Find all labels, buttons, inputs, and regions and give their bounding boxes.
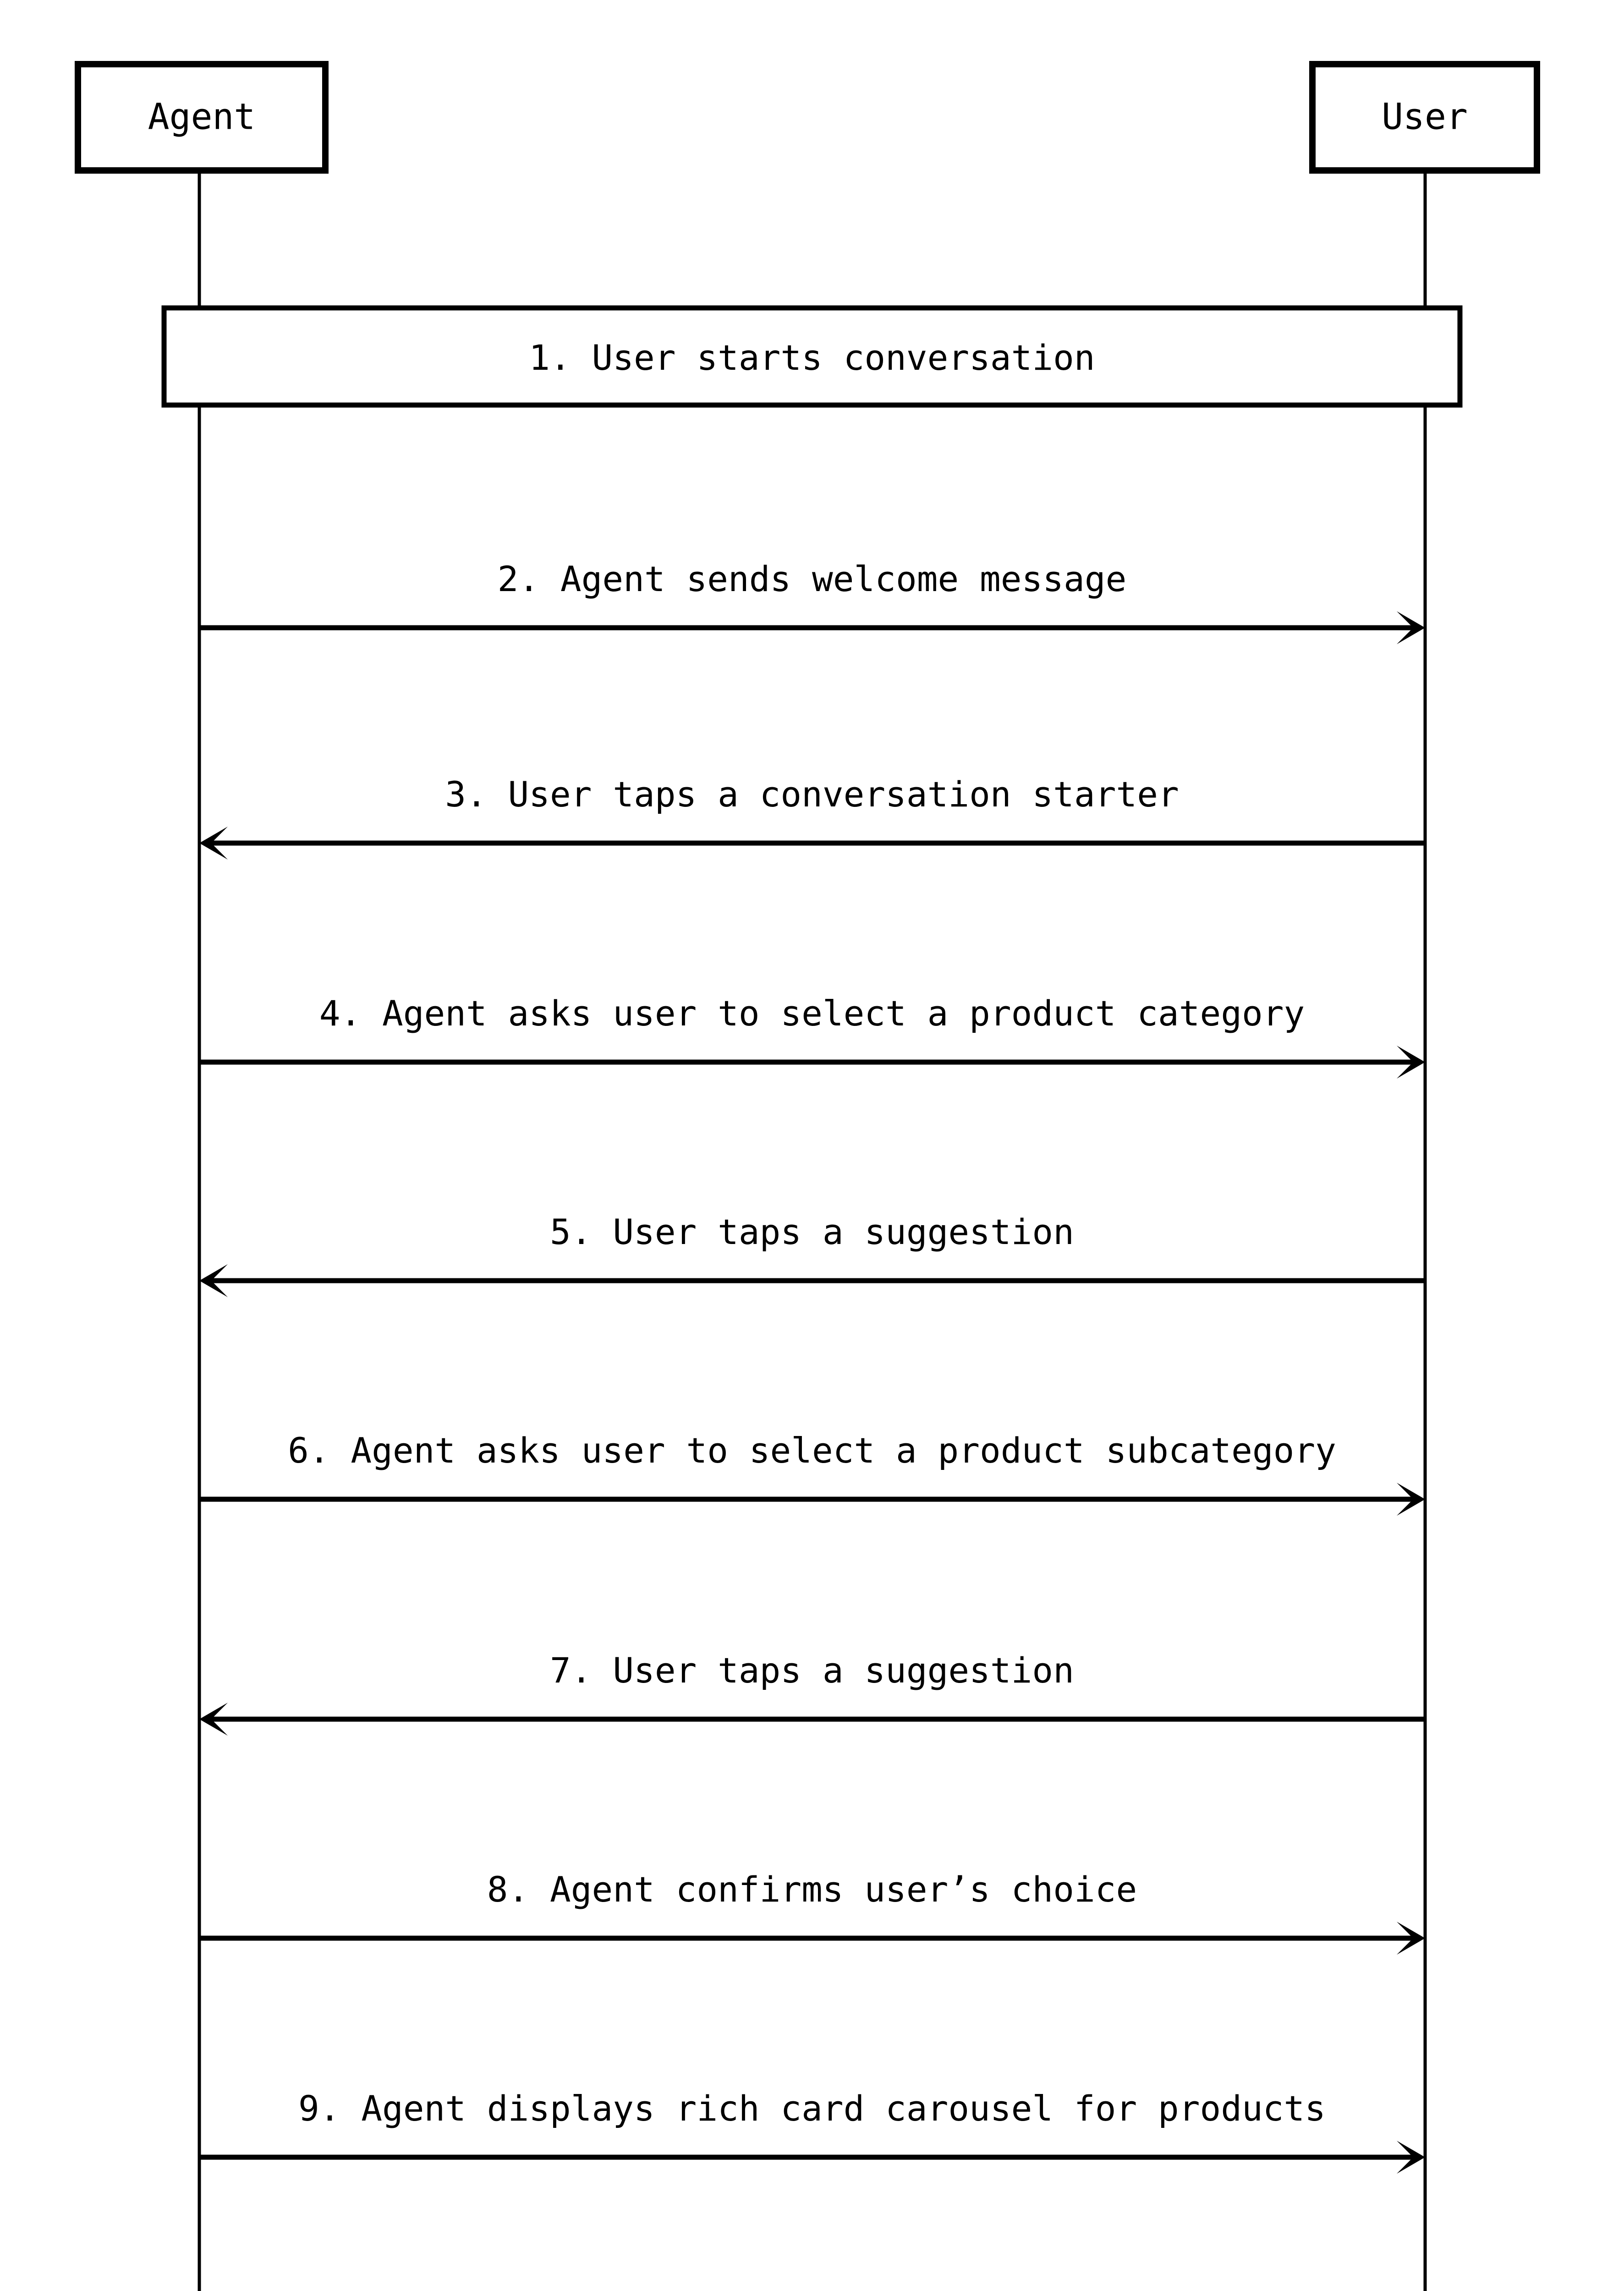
message-arrowhead-right	[1397, 611, 1425, 644]
actor-box-rect	[1309, 61, 1540, 174]
actor-box-rect	[75, 61, 329, 174]
messages-layer: 2. Agent sends welcome message 3. User ta…	[199, 559, 1425, 2174]
message-arrowhead-right	[1397, 2141, 1425, 2174]
message-arrowhead-left	[199, 1703, 228, 1736]
actor-box-user-top[interactable]: User	[1309, 61, 1540, 174]
message-8: 8. Agent confirms user’s choice	[199, 1869, 1425, 1955]
message-arrowhead-right	[1397, 1046, 1425, 1079]
message-label-line: 7. User taps a suggestion	[550, 1650, 1074, 1691]
message-label: 8. Agent confirms user’s choice	[487, 1869, 1137, 1910]
message-4: 4. Agent asks user to select a product c…	[199, 993, 1425, 1079]
message-arrowhead-left	[199, 827, 228, 860]
actor-box-label: Agent	[148, 96, 256, 137]
message-arrowhead-right	[1397, 1922, 1425, 1955]
actor-box-agent-top[interactable]: Agent	[75, 61, 329, 174]
message-7: 7. User taps a suggestion	[199, 1650, 1425, 1736]
message-label: 7. User taps a suggestion	[550, 1650, 1074, 1691]
message-label-line: 4. Agent asks user to select a product c…	[319, 993, 1305, 1034]
note-box-rect	[161, 305, 1463, 408]
message-arrowhead-left	[199, 1264, 228, 1297]
lifelines-layer	[198, 170, 1427, 2291]
message-label-line: 2. Agent sends welcome message	[498, 559, 1127, 599]
message-label: 9. Agent displays rich card carousel for…	[298, 2088, 1326, 2129]
note-label: 1. User starts conversation	[529, 337, 1095, 378]
message-2: 2. Agent sends welcome message	[199, 559, 1425, 644]
message-label: 2. Agent sends welcome message	[498, 559, 1127, 599]
note-1: 1. User starts conversation	[161, 305, 1463, 408]
message-label: 5. User taps a suggestion	[550, 1211, 1074, 1252]
message-3: 3. User taps a conversation starter	[199, 774, 1425, 860]
message-5: 5. User taps a suggestion	[199, 1211, 1425, 1297]
message-label-line: 9. Agent displays rich card carousel for…	[298, 2088, 1326, 2129]
notes-layer: 1. User starts conversation	[161, 305, 1463, 408]
message-label-line: 8. Agent confirms user’s choice	[487, 1869, 1137, 1910]
message-label-line: 6. Agent asks user to select a product s…	[288, 1430, 1336, 1471]
message-label: 3. User taps a conversation starter	[445, 774, 1179, 815]
message-9: 9. Agent displays rich card carousel for…	[199, 2088, 1425, 2174]
message-label: 6. Agent asks user to select a product s…	[288, 1430, 1336, 1471]
message-label-line: 3. User taps a conversation starter	[445, 774, 1179, 815]
actor-box-label: User	[1382, 96, 1468, 137]
actor-boxes-layer: AgentUserAgentUser	[75, 61, 1540, 174]
message-label: 4. Agent asks user to select a product c…	[319, 993, 1305, 1034]
message-arrowhead-right	[1397, 1483, 1425, 1516]
message-label-line: 5. User taps a suggestion	[550, 1211, 1074, 1252]
message-6: 6. Agent asks user to select a product s…	[199, 1430, 1425, 1516]
